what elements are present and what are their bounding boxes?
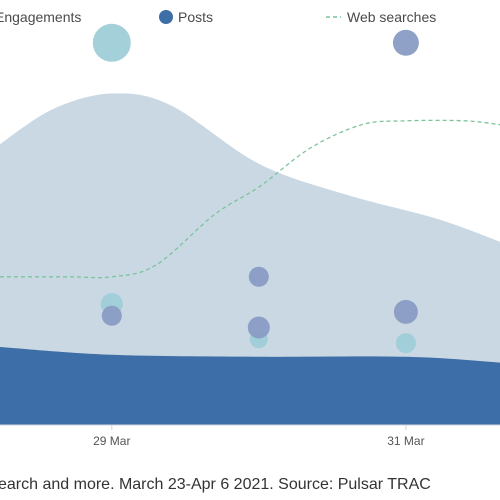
bubble-posts-8[interactable] xyxy=(393,299,418,324)
chart-caption: earch and more. March 23-Apr 6 2021. Sou… xyxy=(0,476,431,493)
bubble-engagements-0[interactable] xyxy=(92,23,131,62)
x-axis-ticks: 29 Mar 31 Mar xyxy=(93,425,425,448)
legend-label-posts[interactable]: Posts xyxy=(178,9,213,25)
bubble-posts-5[interactable] xyxy=(248,266,269,287)
bubble-engagements-3[interactable] xyxy=(395,333,416,354)
area-layer xyxy=(0,93,500,425)
legend-marker-posts xyxy=(159,10,173,24)
legend-label-engagements[interactable]: Engagements xyxy=(0,9,81,25)
legend: Engagements Posts Web searches xyxy=(0,9,436,25)
x-tick-label: 31 Mar xyxy=(387,434,424,448)
area-posts xyxy=(0,347,500,425)
area-engagements xyxy=(0,93,500,425)
bubble-posts-6[interactable] xyxy=(247,316,270,339)
legend-label-web-searches[interactable]: Web searches xyxy=(347,9,436,25)
bubble-posts-4[interactable] xyxy=(101,305,122,326)
bubble-layer xyxy=(92,23,419,354)
x-tick-label: 29 Mar xyxy=(93,434,130,448)
bubble-posts-7[interactable] xyxy=(392,29,419,56)
line-layer xyxy=(0,119,500,279)
line-web-searches xyxy=(0,119,500,279)
